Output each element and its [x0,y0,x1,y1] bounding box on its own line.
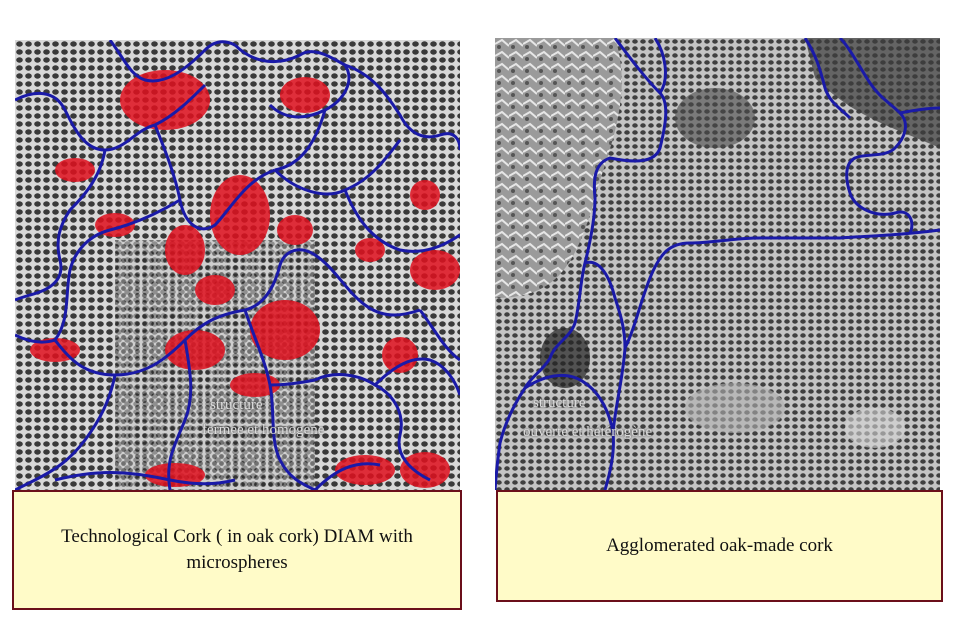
overlay-label-line2: fermée et homogène [202,422,325,438]
overlay-label-line1: structure [533,395,586,411]
caption-left: Technological Cork ( in oak cork) DIAM w… [12,490,462,610]
micrograph-agglomerated-cork: structure ouverte et hétérogène [495,38,940,490]
microsphere-clusters [30,70,460,488]
micrograph-diam-cork: structure fermée et homogène [15,40,460,490]
grain-boundaries [495,38,940,490]
caption-right: Agglomerated oak-made cork [496,490,943,602]
overlay-label-line1: structure [210,397,263,413]
caption-right-text: Agglomerated oak-made cork [606,535,833,556]
sem-image-left [15,40,460,490]
overlay-label-line2: ouverte et hétérogène [523,424,653,440]
caption-left-text: Technological Cork ( in oak cork) DIAM w… [61,526,413,573]
sem-image-right [495,38,940,490]
grain-boundaries [15,40,460,490]
